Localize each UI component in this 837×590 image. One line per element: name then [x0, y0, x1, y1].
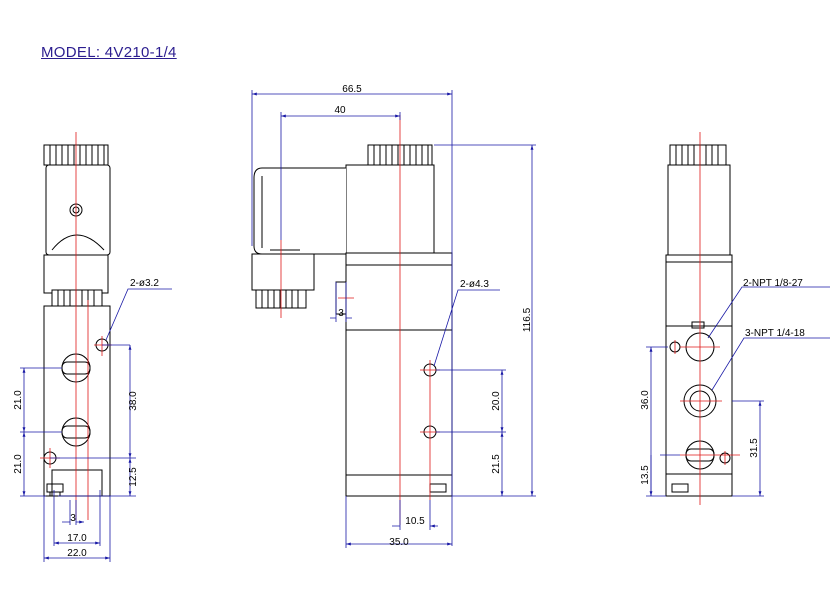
dim-36: 36.0	[640, 390, 651, 410]
dim-66-5: 66.5	[342, 84, 362, 95]
valve-body	[345, 264, 453, 497]
dim-21-5: 21.5	[491, 454, 502, 474]
coil-body	[345, 164, 435, 254]
valve-body	[665, 254, 733, 497]
connector	[253, 167, 346, 255]
coil-arch	[51, 234, 105, 251]
connector-lower	[251, 253, 315, 291]
dim-13-5: 13.5	[640, 465, 651, 485]
port-note-2: 3-NPT 1/4-18	[745, 328, 805, 339]
dim-10-5: 10.5	[405, 516, 425, 527]
coil-body	[45, 164, 111, 256]
hole-note-left: 2-ø3.2	[130, 278, 159, 289]
dim-21-top: 21.0	[13, 390, 24, 410]
dim-3-left: 3	[70, 513, 76, 524]
dim-3-front: 3	[338, 308, 344, 319]
left-side-view: 2-ø3.2 21.0 21.0 38.0 12.5 3 17.0 22.0	[13, 132, 172, 562]
dim-20: 20.0	[491, 391, 502, 411]
hole-note-front: 2-ø4.3	[460, 279, 489, 290]
dim-17: 17.0	[67, 533, 87, 544]
right-side-view: 2-NPT 1/8-27 3-NPT 1/4-18 36.0 13.5 31.5	[640, 132, 830, 505]
dim-21-bottom: 21.0	[13, 454, 24, 474]
model-title: MODEL: 4V210-1/4	[41, 44, 177, 61]
dim-116-5: 116.5	[522, 307, 533, 332]
dim-35: 35.0	[389, 537, 409, 548]
dim-12-5: 12.5	[128, 467, 139, 487]
dim-38: 38.0	[128, 391, 139, 411]
dim-40: 40	[334, 105, 346, 116]
valve-body	[43, 305, 111, 497]
dim-31-5: 31.5	[749, 438, 760, 458]
port-note-1: 2-NPT 1/8-27	[743, 278, 803, 289]
dim-22: 22.0	[67, 548, 87, 559]
coil-body	[667, 164, 731, 256]
front-view: 2-ø4.3 66.5 40 3 116.5 20.0 21.5 10.5 35…	[251, 84, 536, 548]
